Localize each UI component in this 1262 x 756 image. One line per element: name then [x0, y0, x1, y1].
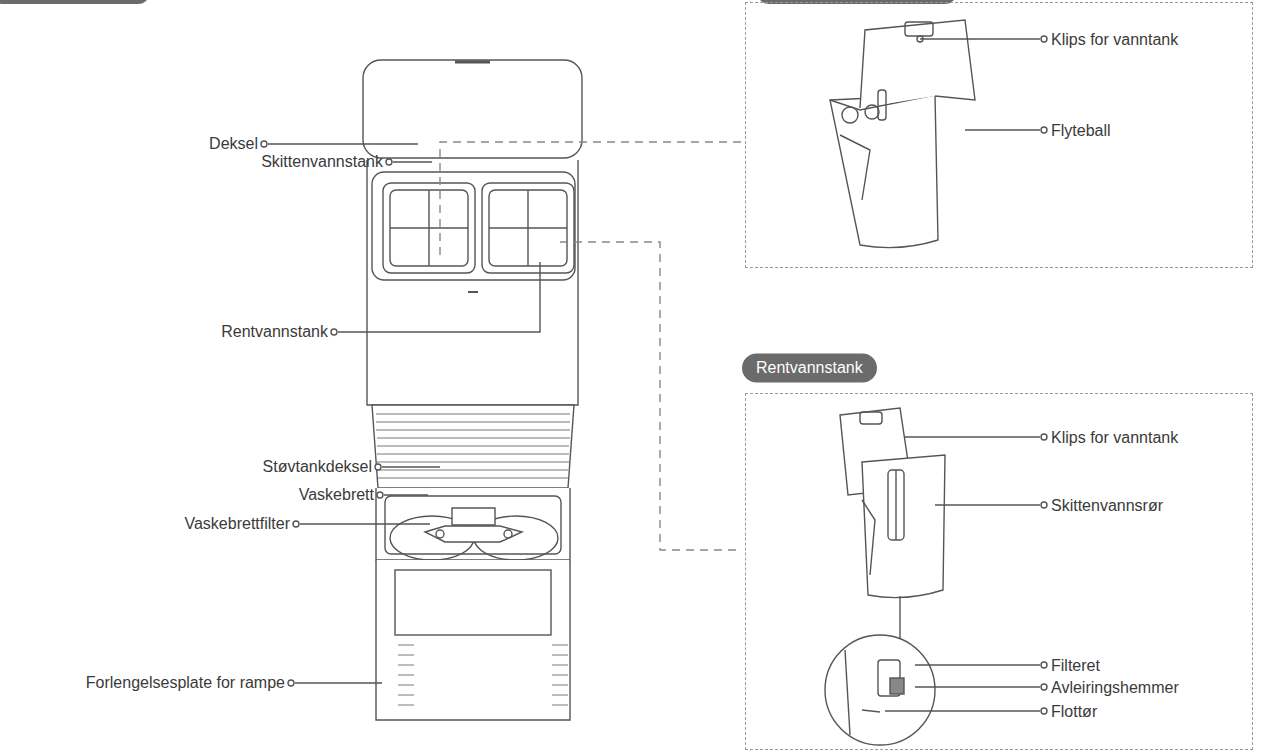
detail-panel: RentvannstankKlips for vanntankSkittenva… [745, 393, 1253, 750]
panel-heading: Rentvannstank [742, 353, 877, 382]
part-label: Vaskebrett [299, 485, 374, 504]
part-label: Skittenvannstank [261, 152, 383, 171]
detail-panel: Klips for vanntankFlyteball [745, 2, 1253, 268]
part-label: Støvtankdeksel [263, 457, 372, 476]
part-label: Flyteball [1051, 121, 1111, 140]
part-label: Skittenvannsrør [1051, 496, 1163, 515]
part-label: Filteret [1051, 656, 1100, 675]
part-label: Vaskebrettfilter [184, 514, 290, 533]
part-label: Rentvannstank [221, 322, 328, 341]
part-label: Forlengelsesplate for rampe [86, 673, 285, 692]
part-label: Deksel [209, 134, 258, 153]
part-label: Flottør [1051, 702, 1097, 721]
part-label: Avleiringshemmer [1051, 678, 1179, 697]
part-label: Klips for vanntank [1051, 30, 1178, 49]
part-label: Klips for vanntank [1051, 428, 1178, 447]
